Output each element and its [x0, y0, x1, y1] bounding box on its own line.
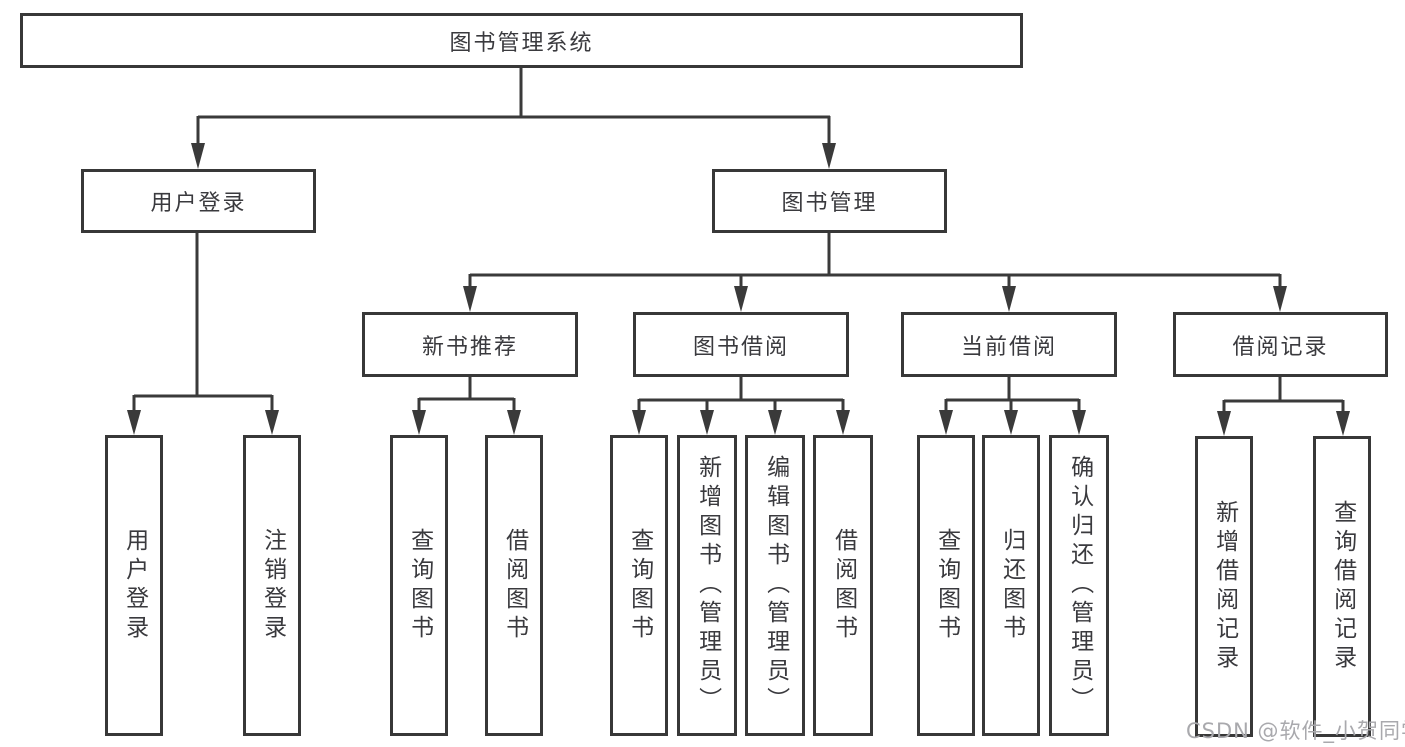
leaf-confirm-return-admin: 确认归还（管理员） — [1049, 435, 1109, 736]
leaf-add-books-admin: 新增图书（管理员） — [677, 435, 737, 736]
node-label: 图书管理 — [781, 191, 878, 216]
leaf-query-books-current: 查询图书 — [917, 435, 975, 736]
node-label: 借阅图书 — [830, 527, 857, 644]
leaf-borrow-books-recommend: 借阅图书 — [485, 435, 543, 736]
leaf-add-borrow-record: 新增借阅记录 — [1195, 436, 1253, 737]
node-label: 查询图书 — [933, 527, 960, 644]
leaf-query-books-borrowing: 查询图书 — [610, 435, 668, 736]
node-label: 当前借阅 — [960, 334, 1057, 360]
node-book-borrowing: 图书借阅 — [633, 312, 849, 377]
leaf-user-login: 用户登录 — [105, 435, 163, 736]
node-label: 图书管理系统 — [449, 30, 594, 56]
node-label: 归还图书 — [998, 527, 1025, 644]
leaf-return-books: 归还图书 — [982, 435, 1040, 736]
leaf-edit-books-admin: 编辑图书（管理员） — [745, 435, 805, 736]
csdn-watermark: CSDN @软件_小贺同学 — [1186, 719, 1405, 743]
node-book-management: 图书管理 — [712, 169, 947, 233]
node-borrowing-records: 借阅记录 — [1173, 312, 1388, 377]
leaf-query-books-recommend: 查询图书 — [390, 435, 448, 736]
node-label: 查询图书 — [406, 527, 433, 644]
node-label: 新增图书（管理员） — [694, 455, 721, 716]
leaf-logout: 注销登录 — [243, 435, 301, 736]
node-label: 新书推荐 — [421, 334, 518, 360]
node-label: 注销登录 — [259, 527, 286, 644]
node-user-login: 用户登录 — [81, 169, 316, 233]
node-new-book-recommendation: 新书推荐 — [362, 312, 578, 377]
node-label: 用户登录 — [121, 527, 148, 644]
node-label: 图书借阅 — [692, 334, 789, 360]
node-label: 用户登录 — [150, 191, 247, 216]
arrowheads — [127, 143, 1350, 436]
leaf-query-borrow-record: 查询借阅记录 — [1313, 436, 1371, 737]
node-library-management-system: 图书管理系统 — [20, 13, 1023, 68]
node-label: 新增借阅记录 — [1211, 499, 1238, 674]
node-label: 确认归还（管理员） — [1066, 455, 1093, 716]
node-label: 借阅图书 — [501, 527, 528, 644]
node-label: 查询借阅记录 — [1329, 499, 1356, 674]
node-label: 编辑图书（管理员） — [762, 455, 789, 716]
node-label: 查询图书 — [626, 527, 653, 644]
node-current-borrowing: 当前借阅 — [901, 312, 1117, 377]
leaf-borrow-books: 借阅图书 — [813, 435, 873, 736]
node-label: 借阅记录 — [1232, 334, 1329, 360]
